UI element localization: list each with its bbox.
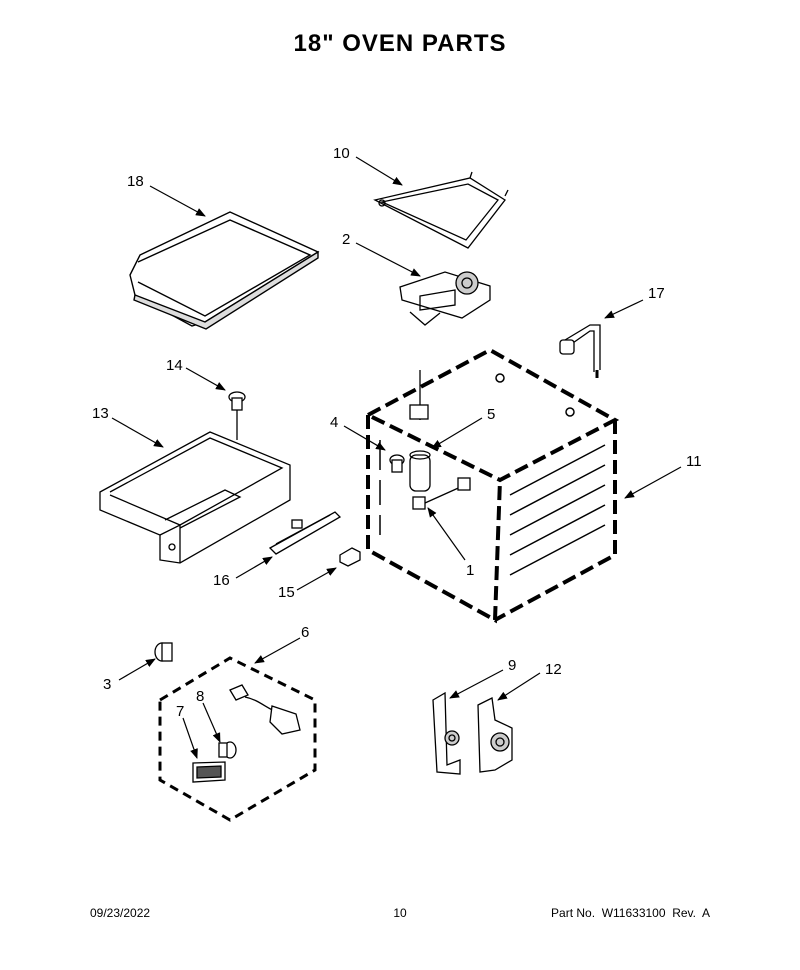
footer-page-number: 10 — [393, 906, 407, 920]
part-16-sensor-bar — [268, 511, 342, 555]
part-6-light-kit — [158, 656, 317, 822]
part-18-shelf — [129, 211, 320, 330]
callout-5: 5 — [487, 406, 495, 423]
callout-9: 9 — [508, 657, 516, 674]
callout-10: 10 — [333, 145, 350, 162]
callout-8: 8 — [196, 688, 204, 705]
part-1-connector — [412, 477, 471, 510]
part-9-hinge — [432, 691, 461, 775]
part-7-lens — [192, 761, 226, 783]
part-11-oven-cavity — [363, 347, 620, 624]
callout-18: 18 — [127, 173, 144, 190]
part-12-hinge — [477, 697, 513, 773]
page-title: 18" OVEN PARTS — [293, 30, 507, 57]
part-6-socket — [229, 684, 301, 735]
callout-15: 15 — [278, 584, 295, 601]
part-13-drip-pan — [99, 431, 291, 564]
leader-lines — [111, 156, 682, 759]
callout-1: 1 — [466, 562, 474, 579]
part-8-bulb — [218, 741, 237, 759]
callout-11: 11 — [686, 453, 702, 470]
callout-6: 6 — [301, 624, 309, 641]
callout-7: 7 — [176, 703, 184, 720]
callout-14: 14 — [166, 357, 183, 374]
callout-2: 2 — [342, 231, 350, 248]
part-10-top-plate — [373, 171, 509, 249]
part-14-screw — [228, 391, 246, 440]
part-4-screw — [389, 454, 405, 473]
callout-17: 17 — [648, 285, 665, 302]
callout-16: 16 — [213, 572, 230, 589]
part-5-element — [409, 370, 431, 492]
part-17-tube — [559, 324, 601, 378]
callout-3: 3 — [103, 676, 111, 693]
footer-date: 09/23/2022 — [90, 906, 151, 920]
part-11-rack-guides — [379, 373, 606, 576]
part-15-clip — [339, 547, 361, 567]
callout-labels: 10 2 17 18 14 13 4 5 11 1 16 15 6 3 7 8 … — [92, 145, 702, 720]
callout-4: 4 — [330, 414, 338, 431]
callout-12: 12 — [545, 661, 562, 678]
part-3-knob — [154, 642, 173, 662]
footer-part-number: Part No. W11633100 Rev. A — [551, 906, 710, 920]
callout-13: 13 — [92, 405, 109, 422]
part-2-bracket-assembly — [399, 271, 491, 326]
